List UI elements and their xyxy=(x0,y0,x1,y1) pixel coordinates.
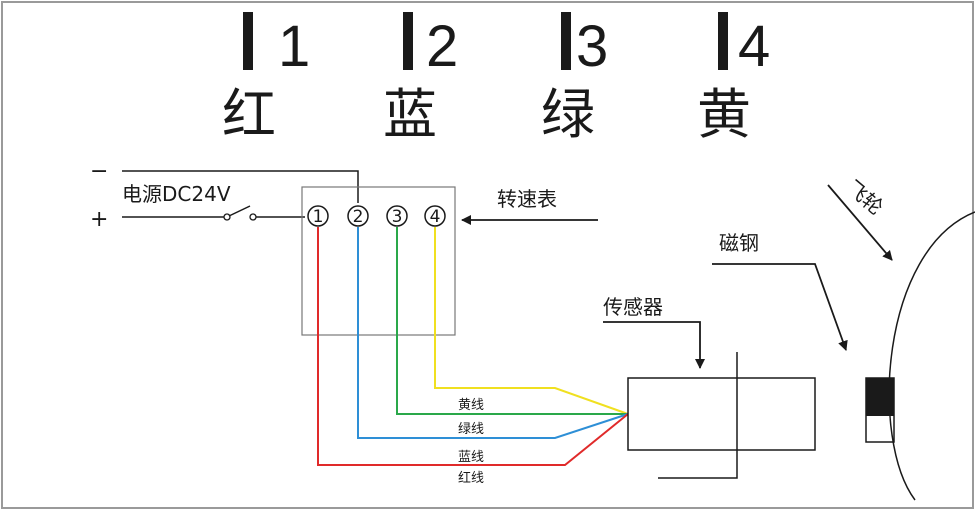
terminal-4-ring xyxy=(424,205,446,227)
header-bar-3 xyxy=(561,12,571,70)
terminal-2: 2 xyxy=(347,205,369,227)
switch-contact-right xyxy=(249,213,257,221)
flywheel-arrow xyxy=(827,184,893,261)
header-color-red: 红 xyxy=(222,83,276,146)
flywheel-label: 飞轮 xyxy=(842,175,888,219)
tachometer: 1 2 3 4 xyxy=(301,186,456,336)
wire-green xyxy=(396,227,628,415)
power-label: 电源DC24V xyxy=(122,182,231,206)
header-bar-1 xyxy=(243,12,253,70)
header-bar-4 xyxy=(718,12,728,70)
header-legend: 1 2 3 4 红 蓝 绿 黄 xyxy=(222,12,770,146)
wire-label-yellow: 黄线 xyxy=(458,398,484,413)
header-bar-2 xyxy=(403,12,413,70)
tachometer-box xyxy=(301,186,456,336)
wire-label-red: 红线 xyxy=(458,470,484,486)
terminal-1-number: 1 xyxy=(313,207,324,227)
power-supply: − + 电源DC24V xyxy=(90,159,359,232)
terminal-1: 1 xyxy=(307,205,329,227)
terminal-2-number: 2 xyxy=(353,207,364,227)
switch-lever xyxy=(228,205,251,217)
terminal-1-ring xyxy=(307,205,329,227)
flywheel: 飞轮 xyxy=(827,175,975,501)
header-color-green: 绿 xyxy=(541,83,595,146)
signal-wires: 黄线 绿线 蓝线 红线 xyxy=(317,227,629,486)
terminal-3: 3 xyxy=(386,205,408,227)
sensor-label: 传感器 xyxy=(603,295,663,319)
wire-label-blue: 蓝线 xyxy=(458,450,484,465)
wire-red xyxy=(317,227,629,466)
terminal-3-ring xyxy=(386,205,408,227)
sensor-arrow xyxy=(603,321,705,369)
magnet-arrow xyxy=(712,263,848,351)
power-minus-wire xyxy=(122,170,359,203)
tachometer-label: 转速表 xyxy=(497,187,557,211)
header-color-blue: 蓝 xyxy=(383,83,437,146)
flywheel-rim xyxy=(888,211,975,501)
header-number-2: 2 xyxy=(426,14,458,79)
power-plus-sign: + xyxy=(90,207,108,232)
magnet-label: 磁钢 xyxy=(719,231,759,255)
terminal-4-number: 4 xyxy=(430,207,441,227)
header-color-yellow: 黄 xyxy=(697,83,751,146)
header-number-4: 4 xyxy=(738,14,770,79)
sensor: 传感器 xyxy=(603,295,816,479)
terminal-4: 4 xyxy=(424,205,446,227)
power-minus-sign: − xyxy=(90,159,108,184)
header-number-1: 1 xyxy=(278,14,310,79)
sensor-body xyxy=(627,377,816,451)
wire-yellow xyxy=(434,227,629,415)
magnet: 磁钢 xyxy=(712,231,895,443)
header-number-3: 3 xyxy=(576,14,608,79)
terminal-2-ring xyxy=(347,205,369,227)
terminal-3-number: 3 xyxy=(392,207,403,227)
wire-label-green: 绿线 xyxy=(458,422,484,437)
wire-blue xyxy=(357,227,629,439)
switch-contact-left xyxy=(223,213,231,221)
sensor-bracket xyxy=(658,352,738,479)
